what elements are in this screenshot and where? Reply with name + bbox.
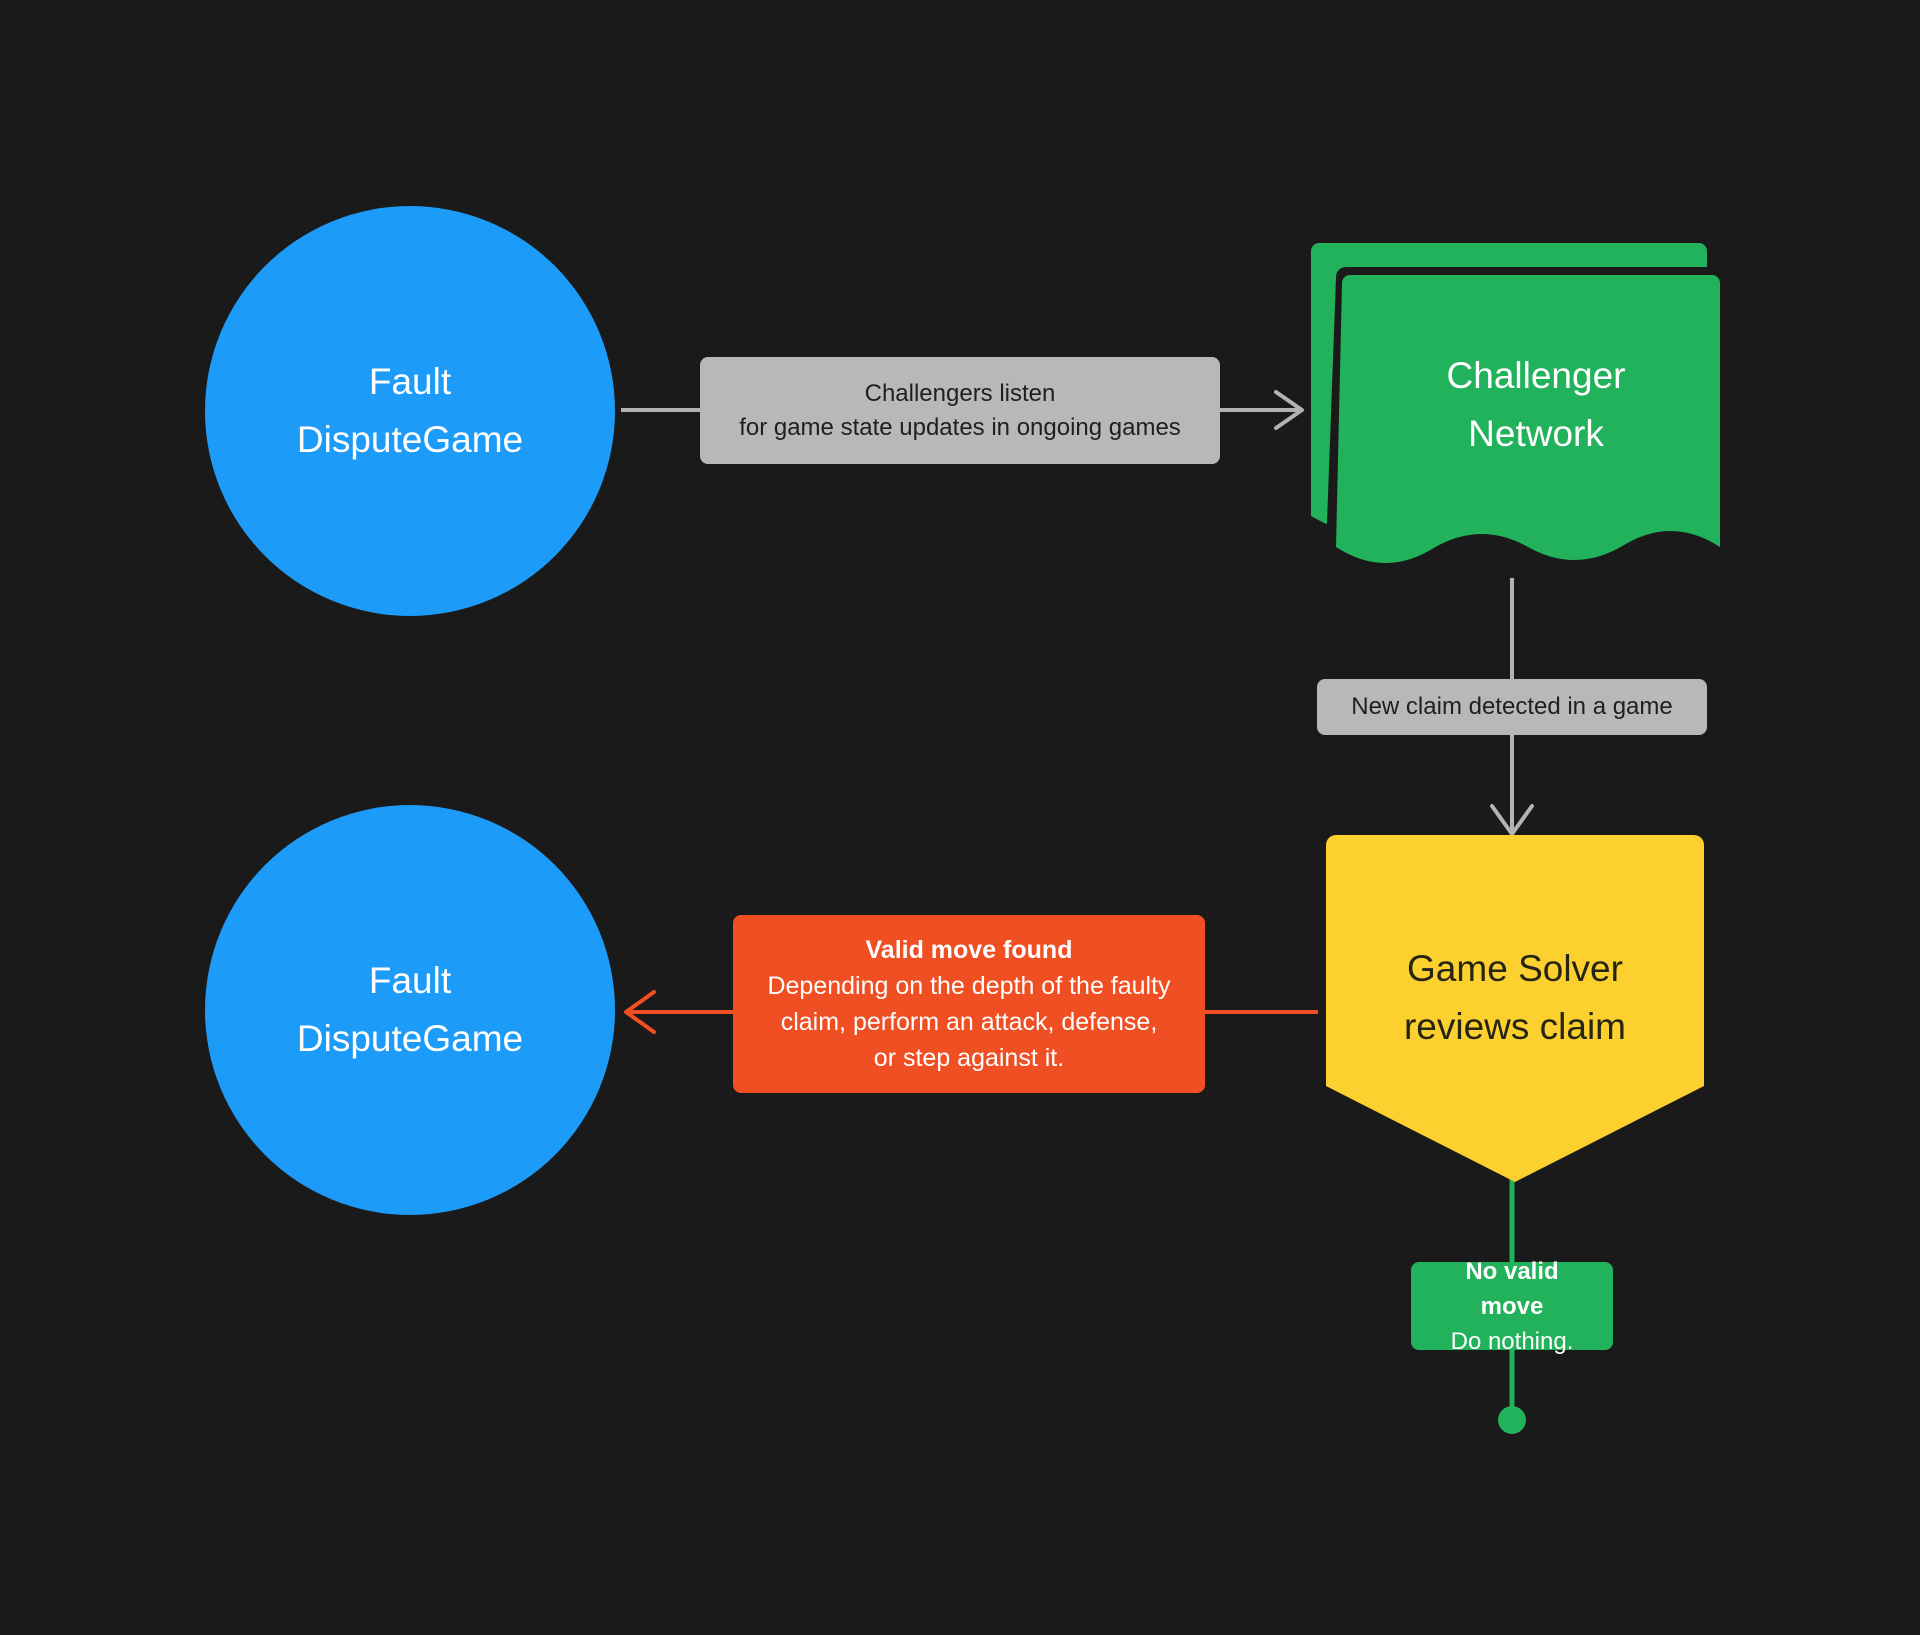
edge-label-valid-move: Valid move found Depending on the depth …	[733, 915, 1205, 1093]
node-fault-dispute-game-top[interactable]	[205, 206, 615, 616]
node-game-solver[interactable]	[1326, 835, 1704, 1182]
edge-no-valid-move	[1498, 1178, 1526, 1434]
edge-label-line: claim, perform an attack, defense,	[780, 1008, 1158, 1036]
edge-label-line: for game state updates in ongoing games	[739, 413, 1181, 441]
node-fault-dispute-game-bottom[interactable]	[205, 805, 615, 1215]
edge-label-listen: Challengers listen for game state update…	[700, 357, 1220, 464]
edge-label-line: New claim detected in a game	[1351, 693, 1673, 720]
edge-new-claim-arrowhead	[1490, 804, 1534, 836]
edge-label-line: Do nothing.	[1450, 1327, 1574, 1355]
edge-label-line: Depending on the depth of the faulty	[767, 972, 1171, 1000]
edge-label-line: Challengers listen	[864, 379, 1056, 407]
node-challenger-network[interactable]	[1311, 243, 1726, 567]
edge-valid-move-arrowhead	[624, 990, 656, 1034]
edge-label-title: Valid move found	[865, 936, 1073, 964]
edge-listen-arrowhead	[1274, 390, 1304, 430]
edge-label-line: or step against it.	[873, 1044, 1065, 1072]
edge-no-valid-move-end-dot	[1498, 1406, 1526, 1434]
edge-label-new-claim: New claim detected in a game	[1317, 679, 1707, 735]
edge-label-no-valid-move: No valid move Do nothing.	[1411, 1258, 1613, 1355]
edge-label-title: No valid move	[1465, 1257, 1559, 1320]
challenger-network-front-sheet	[1336, 275, 1720, 564]
